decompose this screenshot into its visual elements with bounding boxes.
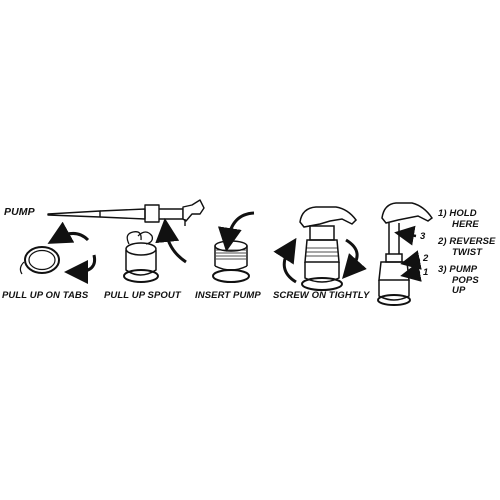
arrow-screw-left bbox=[273, 237, 297, 284]
pump-illustration bbox=[47, 199, 205, 226]
label-insert-pump: INSERT PUMP bbox=[195, 290, 261, 301]
step-hold-here: 1) HOLD HERE bbox=[438, 208, 479, 230]
arrow-callout-2 bbox=[400, 250, 422, 270]
callout-number-1: 1 bbox=[423, 267, 429, 278]
step-3-line-1: 3) PUMP bbox=[438, 264, 478, 275]
arrow-callout-3 bbox=[394, 225, 417, 246]
bottle-spout-illustration bbox=[123, 231, 159, 283]
bottle-open-illustration bbox=[212, 240, 250, 283]
label-screw-on-tightly: SCREW ON TIGHTLY bbox=[273, 290, 370, 301]
arrow-screw-right bbox=[342, 238, 367, 279]
arrow-pull-spout bbox=[155, 218, 187, 264]
step-1-line-2: HERE bbox=[452, 218, 479, 230]
step-1-line-1: 1) HOLD bbox=[438, 208, 477, 219]
step-pump-pops-up: 3) PUMP POPS UP bbox=[438, 264, 479, 297]
arrow-callout-1 bbox=[400, 262, 422, 282]
step-3-line-3: UP bbox=[452, 285, 466, 296]
arrow-pull-tab-bottom bbox=[64, 254, 97, 284]
label-pull-up-on-tabs: PULL UP ON TABS bbox=[2, 290, 89, 301]
arrow-pull-tab-top bbox=[47, 221, 90, 244]
step-2-line-1: 2) REVERSE bbox=[438, 236, 496, 247]
pump-on-bottle-illustration bbox=[299, 206, 357, 291]
step-3-line-2: POPS bbox=[452, 274, 479, 286]
step-reverse-twist: 2) REVERSE TWIST bbox=[438, 236, 496, 258]
lid-ring-illustration bbox=[19, 246, 60, 275]
callout-number-3: 3 bbox=[420, 231, 426, 242]
label-pull-up-spout: PULL UP SPOUT bbox=[104, 290, 181, 301]
arrow-insert-pump bbox=[217, 211, 255, 252]
label-pump: PUMP bbox=[4, 206, 35, 218]
callout-number-2: 2 bbox=[423, 253, 429, 264]
step-2-line-2: TWIST bbox=[452, 246, 483, 258]
